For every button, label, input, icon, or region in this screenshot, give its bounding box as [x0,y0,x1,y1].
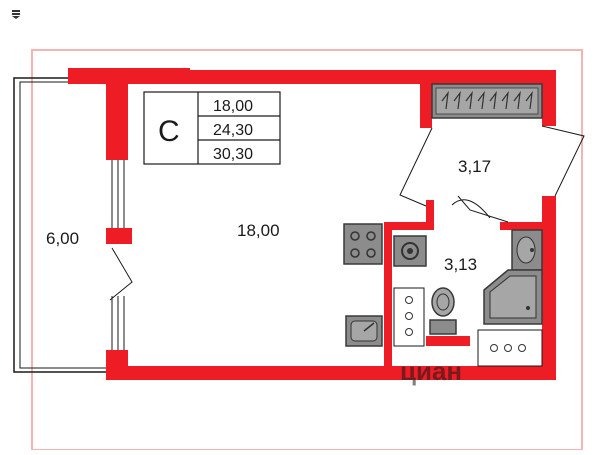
main-room-area-label: 18,00 [237,221,280,240]
bathroom-shelf [393,287,425,347]
balcony-window [109,160,133,352]
area-summary-table: С 18,00 24,30 30,30 [143,91,281,165]
wardrobe-icon [431,83,543,119]
kitchen-area-value: 24,30 [213,122,253,139]
shower-icon [483,269,543,325]
stack-icon[interactable] [12,10,20,19]
bathroom-cabinet [477,329,543,367]
balcony: 6,00 [13,77,108,373]
toilet-icon [429,287,457,335]
walls [68,68,556,380]
cooktop-icon [343,223,383,265]
hall-area-label: 3,17 [458,157,491,176]
entrance-door [541,125,585,197]
bathroom-area-label: 3,13 [444,255,477,274]
washbasin-icon [511,229,543,271]
total-area-value: 30,30 [213,146,253,163]
hall-door [399,127,509,223]
sink-icon [345,315,383,347]
watermark: циан [400,356,462,386]
apartment-type-letter: С [158,115,180,148]
balcony-area-label: 6,00 [46,229,79,248]
living-area-value: 18,00 [213,98,253,115]
washing-machine-icon [393,235,427,267]
